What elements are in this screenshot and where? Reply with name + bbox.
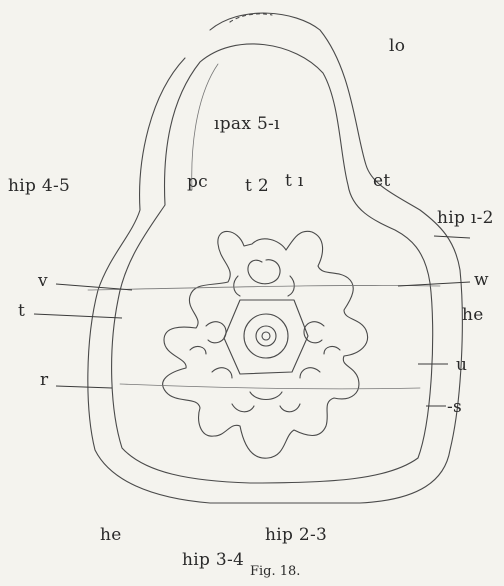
label-hip-2-3: hip 2-3 — [265, 527, 327, 544]
label-t1: t ı — [285, 173, 304, 190]
figure-caption: Fig. 18. — [250, 565, 300, 578]
label-ipax: ıpax 5-ı — [214, 116, 280, 133]
label-he-right: he — [462, 307, 484, 324]
label-hip-3-4: hip 3-4 — [182, 552, 244, 569]
label-hip-4-5: hip 4-5 — [8, 178, 70, 195]
label-w: w — [474, 272, 489, 289]
outer-contour — [88, 13, 462, 503]
label-lo: lo — [389, 38, 405, 55]
label-he-bottom: he — [100, 527, 122, 544]
label-hip-1-2: hip ı-2 — [437, 210, 494, 227]
label-et: et — [373, 173, 391, 190]
central-ring-inner — [262, 332, 270, 340]
label-u: u — [456, 357, 467, 374]
central-hexagon — [224, 300, 308, 374]
central-ring-outer — [244, 314, 288, 358]
label-t: t — [18, 303, 25, 320]
label-t2: t 2 — [245, 178, 269, 195]
label-pc: pc — [187, 174, 208, 191]
label-r: r — [40, 372, 48, 389]
inner-contour — [112, 44, 433, 483]
rosette-outline — [163, 231, 368, 458]
label-v: v — [38, 273, 48, 290]
label-s: -s — [447, 399, 462, 416]
central-ring-middle — [256, 326, 276, 346]
